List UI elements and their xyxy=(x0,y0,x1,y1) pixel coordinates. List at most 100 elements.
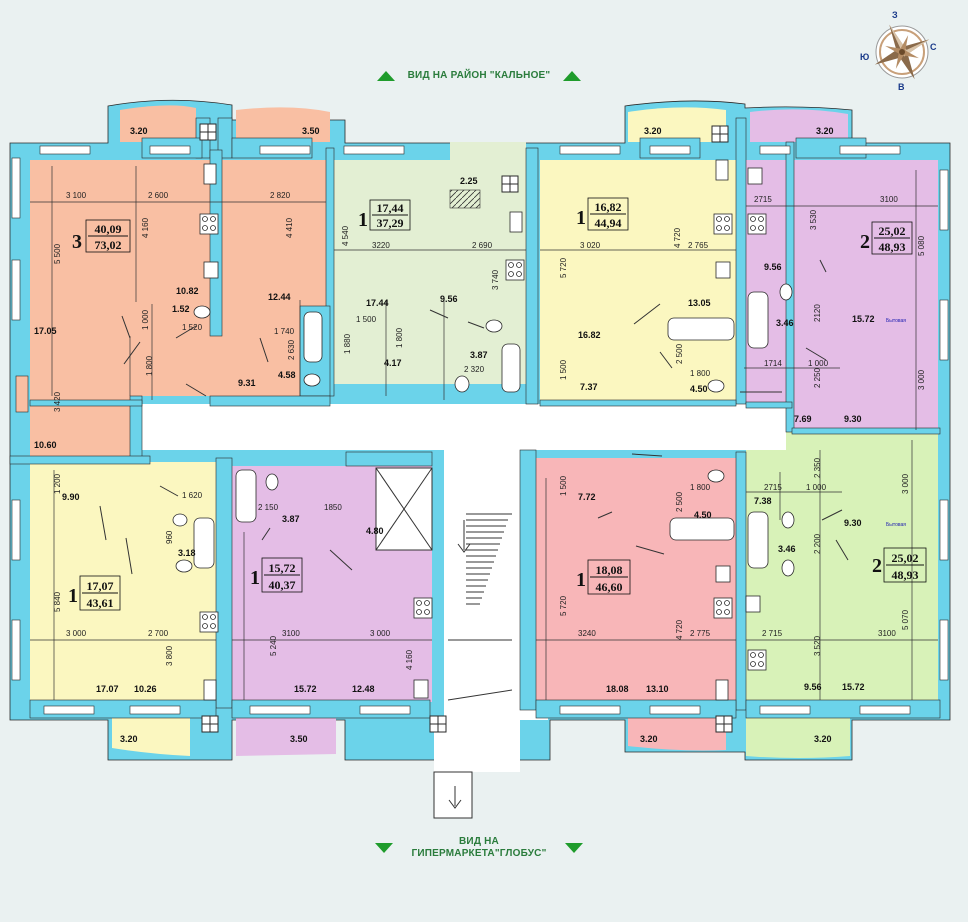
bottom-view-label-line1: ВИД НА xyxy=(459,836,499,847)
area-label: 15.72 xyxy=(852,314,875,324)
total-area: 48,93 xyxy=(892,568,919,582)
area-label: 1.52 xyxy=(172,304,190,314)
dimension-text: 3220 xyxy=(372,241,390,250)
apartment-2-fill xyxy=(334,142,526,384)
room-count: 1 xyxy=(68,585,78,607)
area-label: 3.20 xyxy=(816,126,834,136)
total-area: 40,37 xyxy=(269,578,296,592)
living-area: 16,82 xyxy=(595,200,622,214)
living-area: 40,09 xyxy=(95,222,122,236)
dimension-text: 2 820 xyxy=(270,191,291,200)
living-area: 18,08 xyxy=(596,563,623,577)
living-area: 17,07 xyxy=(87,579,114,593)
area-label: 7.37 xyxy=(580,382,598,392)
bottom-view-caption: ВИД НА ГИПЕРМАРКЕТА"ГЛОБУС" xyxy=(374,836,584,860)
area-label: 17.44 xyxy=(366,298,389,308)
area-label: 4.17 xyxy=(384,358,402,368)
dimension-text: 1 000 xyxy=(808,359,829,368)
dimension-text: 5 840 xyxy=(53,591,62,612)
area-label: 17.05 xyxy=(34,326,57,336)
kitchen-stoves xyxy=(199,213,767,671)
apartment-badge-1: 3 40,09 73,02 xyxy=(72,219,131,253)
dimension-text: 3 000 xyxy=(66,629,87,638)
dimension-text: 1714 xyxy=(764,359,782,368)
dimension-text: 4 160 xyxy=(141,217,150,238)
apartment-4-fill xyxy=(746,109,938,430)
dimension-text: 4 720 xyxy=(675,619,684,640)
area-label: 4.58 xyxy=(278,370,296,380)
area-label: 17.07 xyxy=(96,684,119,694)
dimension-text: 4 720 xyxy=(673,227,682,248)
area-label: 12.48 xyxy=(352,684,375,694)
dimension-text: 2 320 xyxy=(464,365,485,374)
small-notes: Бытовая Бытовая xyxy=(886,318,906,528)
area-label: 15.72 xyxy=(294,684,317,694)
apartment-8-fill xyxy=(746,432,938,758)
dimension-text: 2 250 xyxy=(813,367,822,388)
area-label: 9.30 xyxy=(844,518,862,528)
dimension-text: 3 520 xyxy=(813,635,822,656)
dimension-text: 5 080 xyxy=(917,235,926,256)
area-label: 16.82 xyxy=(578,330,601,340)
garbage-chute xyxy=(433,771,473,819)
dimension-text: 960 xyxy=(165,530,174,544)
arrow-down-icon xyxy=(564,843,583,853)
dimension-text: 3100 xyxy=(282,629,300,638)
dimension-text: 3 000 xyxy=(901,473,910,494)
area-label: 13.05 xyxy=(688,298,711,308)
area-label: 9.30 xyxy=(844,414,862,424)
area-label: 4.50 xyxy=(690,384,708,394)
dimension-text: 1 520 xyxy=(182,323,203,332)
area-label: 12.44 xyxy=(268,292,291,302)
arrow-up-icon xyxy=(376,70,395,81)
dimension-text: 3 000 xyxy=(917,369,926,390)
area-label: 10.82 xyxy=(176,286,199,296)
dimension-text: 4 410 xyxy=(285,217,294,238)
dimension-text: 2 700 xyxy=(148,629,169,638)
dimension-text: 1850 xyxy=(324,503,342,512)
dimension-text: 2 500 xyxy=(675,491,684,512)
area-label: 3.46 xyxy=(776,318,794,328)
dimension-text: 3 740 xyxy=(491,269,500,290)
total-area: 43,61 xyxy=(87,596,114,610)
dimension-text: 1 500 xyxy=(559,359,568,380)
compass-rose-icon xyxy=(874,24,930,80)
dimension-text: 2715 xyxy=(764,483,782,492)
area-label: 9.56 xyxy=(764,262,782,272)
top-view-label: ВИД НА РАЙОН "КАЛЬНОЕ" xyxy=(407,70,551,81)
storage-hatch xyxy=(449,189,481,209)
room-count: 2 xyxy=(872,555,882,577)
area-label: 3.87 xyxy=(470,350,488,360)
apartment-badge-6: 1 15,72 40,37 xyxy=(250,557,303,593)
apartment-badge-8: 2 25,02 48,93 xyxy=(872,547,927,583)
living-area: 25,02 xyxy=(892,551,919,565)
dimension-text: 5 500 xyxy=(53,243,62,264)
door-swings xyxy=(99,259,849,575)
dimension-text: 3 800 xyxy=(165,645,174,666)
area-label: 3.20 xyxy=(640,734,658,744)
dimension-text: 5 720 xyxy=(559,595,568,616)
dimension-text: 3 000 xyxy=(370,629,391,638)
windows xyxy=(11,145,949,715)
total-area: 46,60 xyxy=(596,580,623,594)
area-labels: 3.20 3.50 10.82 1.52 12.44 17.05 9.31 4.… xyxy=(34,126,875,744)
area-label: 7.72 xyxy=(578,492,596,502)
dimension-text: 1 000 xyxy=(141,309,150,330)
apartment-badge-7: 1 18,08 46,60 xyxy=(576,559,631,595)
living-area: 25,02 xyxy=(879,224,906,238)
total-area: 73,02 xyxy=(95,238,122,252)
area-label: 10.26 xyxy=(134,684,157,694)
apartment-badge-2: 1 17,44 37,29 xyxy=(358,199,411,231)
dimension-text: 2 690 xyxy=(472,241,493,250)
room-count: 1 xyxy=(358,209,368,231)
area-label: 18.08 xyxy=(606,684,629,694)
dimension-text: 3100 xyxy=(880,195,898,204)
utility-note: Бытовая xyxy=(886,522,906,528)
area-label: 3.20 xyxy=(644,126,662,136)
area-label: 13.10 xyxy=(646,684,669,694)
area-label: 3.20 xyxy=(130,126,148,136)
apartment-3-fill xyxy=(540,107,736,402)
dimension-text: 2 500 xyxy=(675,343,684,364)
dimension-text: 1 200 xyxy=(53,473,62,494)
staircase xyxy=(447,513,513,701)
